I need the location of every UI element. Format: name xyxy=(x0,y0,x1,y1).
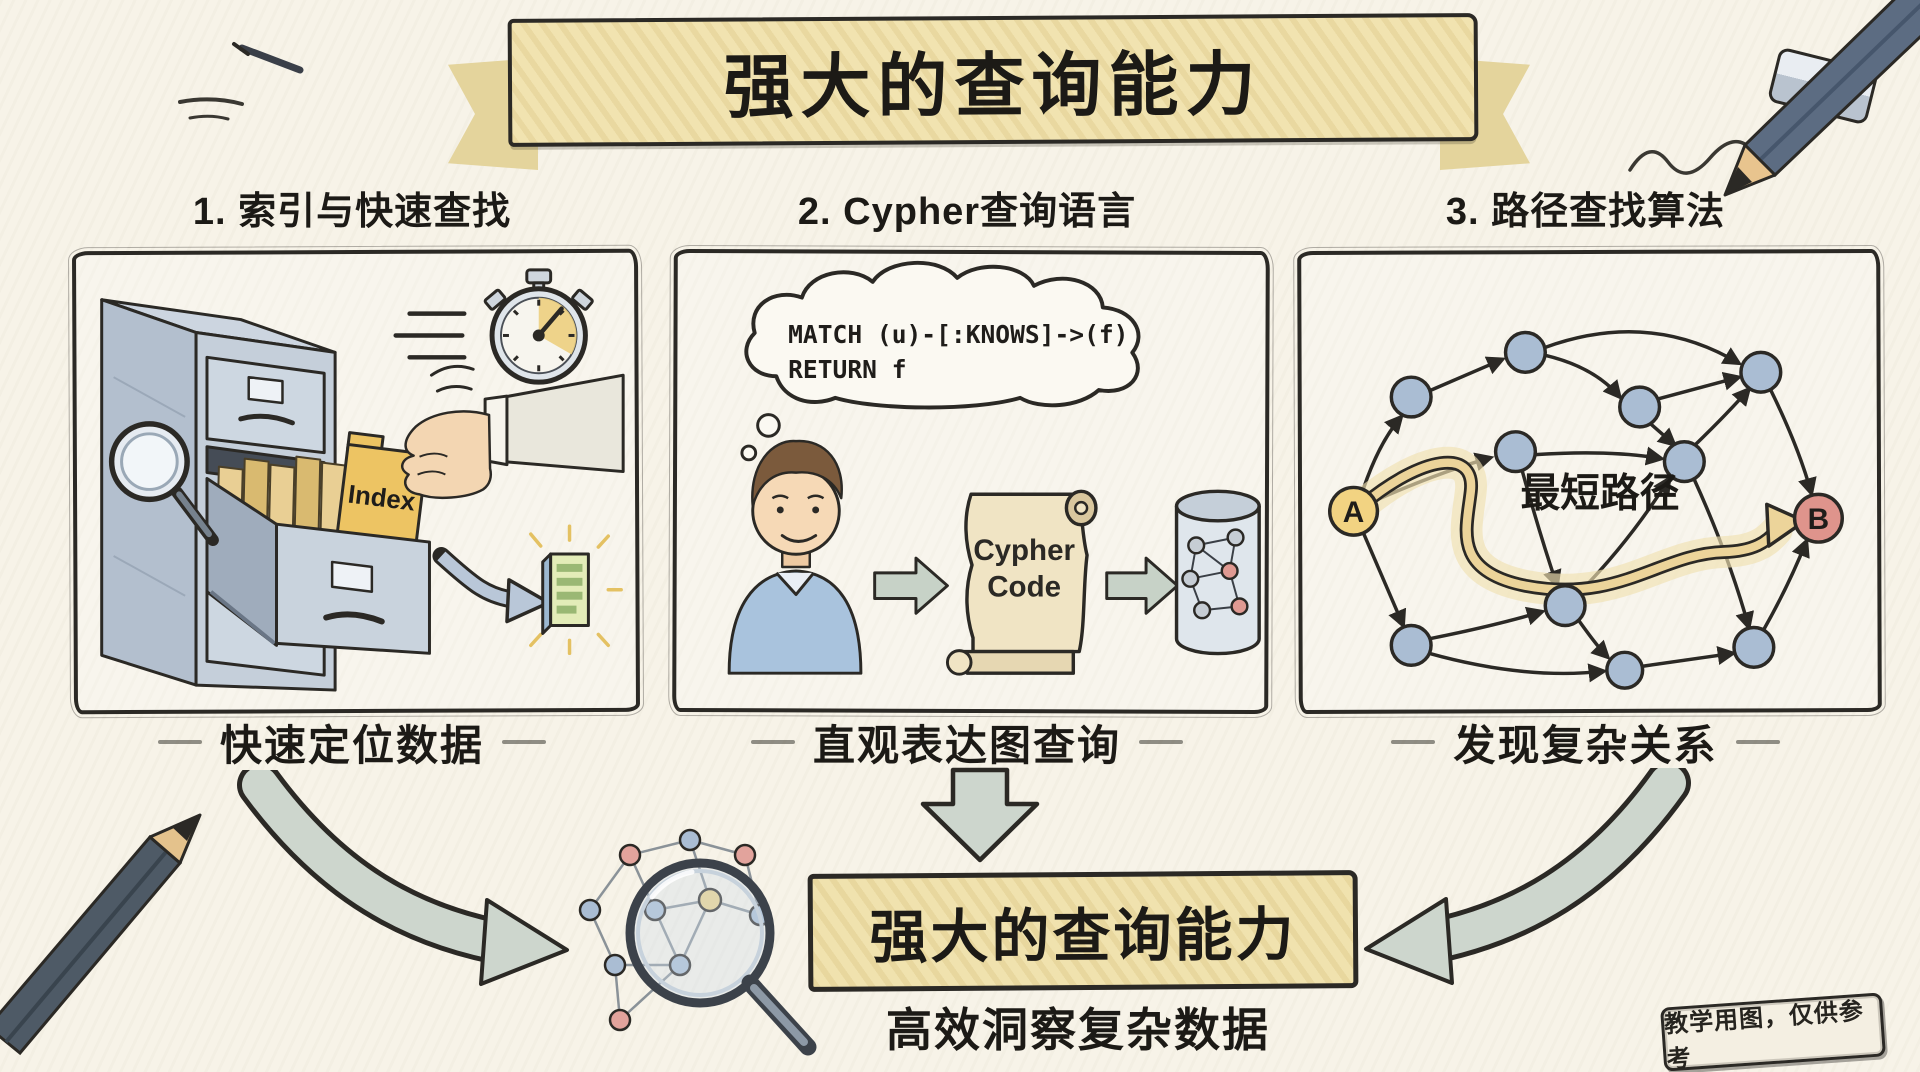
scroll-label-line1: Cypher xyxy=(973,534,1075,567)
shortest-path-label: 最短路径 xyxy=(1520,471,1679,515)
highlighted-path-icon xyxy=(1347,446,1807,606)
disclaimer-badge: 教学用图，仅供参考 xyxy=(1660,992,1886,1072)
cypher-code-line2: RETURN f xyxy=(788,355,906,384)
sketch-dash xyxy=(750,740,795,744)
hand-icon xyxy=(401,364,625,499)
center-converge-arrow-icon xyxy=(920,767,1040,863)
panel1-caption: 快速定位数据 xyxy=(219,721,484,769)
start-node-label: A xyxy=(1343,496,1365,529)
footer-title: 强大的查询能力 xyxy=(869,902,1297,971)
panel2-caption: 直观表达图查询 xyxy=(812,721,1121,769)
sketch-dash xyxy=(1391,740,1436,744)
banner-title: 强大的查询能力 xyxy=(723,44,1263,127)
magnifier-icon xyxy=(108,421,219,547)
panel1-caption-row: 快速定位数据 xyxy=(73,714,631,770)
footer-banner: 强大的查询能力 xyxy=(807,870,1359,992)
cypher-illustration: MATCH (u)-[:KNOWS]->(f) RETURN f xyxy=(727,260,1261,676)
pencil-bottom-left-icon xyxy=(0,813,202,1056)
flow-arrow-2-icon xyxy=(1105,556,1180,615)
sketch-dash xyxy=(502,740,546,744)
panel3-caption: 发现复杂关系 xyxy=(1453,721,1718,769)
start-node xyxy=(1327,485,1380,537)
left-converge-arrow-icon xyxy=(237,770,569,986)
end-node-label: B xyxy=(1808,503,1830,536)
panel1-title: 1. 索引与快速查找 xyxy=(192,191,512,233)
cypher-code-line1: MATCH (u)-[:KNOWS]->(f) xyxy=(788,320,1128,349)
scribble-top-right xyxy=(1628,140,1754,175)
panel3-caption-row: 发现复杂关系 xyxy=(1298,714,1873,770)
graph-database-icon xyxy=(1174,489,1261,656)
banner-ribbon: 强大的查询能力 xyxy=(507,13,1479,147)
stopwatch-icon xyxy=(393,268,594,385)
panel3-title: 3. 路径查找算法 xyxy=(1445,191,1726,233)
footer-caption: 高效洞察复杂数据 xyxy=(886,1004,1270,1056)
result-arrow-icon xyxy=(432,547,551,624)
pencil-top-right-icon xyxy=(1723,0,1920,197)
magnifier-over-graph-icon xyxy=(578,828,817,1056)
data-card-icon xyxy=(529,524,623,656)
right-converge-arrow-icon xyxy=(1364,768,1691,985)
sketch-dash xyxy=(157,740,202,744)
person-icon xyxy=(727,439,863,675)
end-node xyxy=(1792,492,1844,544)
index-lookup-illustration: Index xyxy=(100,268,625,692)
panel2-title: 2. Cypher查询语言 xyxy=(797,191,1137,233)
scribbles-top-left xyxy=(178,42,304,121)
scroll-icon: Cypher Code xyxy=(945,489,1098,676)
flow-arrow-1-icon xyxy=(873,556,949,615)
thought-cloud-icon: MATCH (u)-[:KNOWS]->(f) RETURN f xyxy=(740,260,1141,462)
panel2-caption-row: 直观表达图查询 xyxy=(673,714,1261,770)
pathfinding-illustration: A B 最短路径 xyxy=(1327,330,1844,690)
sketch-dash xyxy=(1735,740,1780,744)
graph-nodes xyxy=(1327,330,1844,690)
scroll-label-line2: Code xyxy=(987,571,1061,604)
sketch-dash xyxy=(1139,740,1183,744)
